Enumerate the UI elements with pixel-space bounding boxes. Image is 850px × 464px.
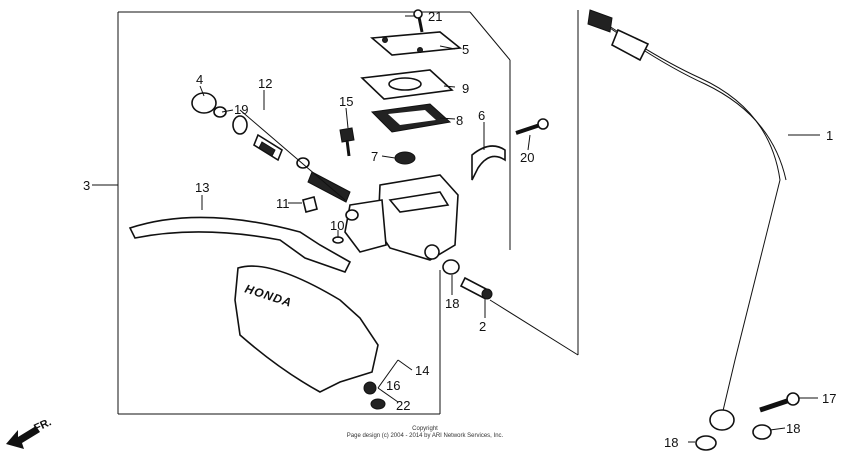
callout-17: 17 bbox=[822, 391, 836, 406]
guard-screw bbox=[363, 381, 377, 395]
callout-16: 16 bbox=[386, 378, 400, 393]
pivot-nut bbox=[302, 196, 318, 213]
piston-assembly bbox=[232, 115, 359, 221]
callout-3: 3 bbox=[83, 178, 90, 193]
callout-1: 1 bbox=[826, 128, 833, 143]
callout-15: 15 bbox=[339, 94, 353, 109]
dust-boot bbox=[191, 92, 227, 118]
callout-22: 22 bbox=[396, 398, 410, 413]
front-direction-arrow: FR. bbox=[6, 416, 53, 449]
copyright-line-2: Page design (c) 2004 - 2014 by ARI Netwo… bbox=[346, 433, 504, 439]
leader-lines bbox=[92, 15, 820, 443]
copyright-notice: Copyright Page design (c) 2004 - 2014 by… bbox=[300, 426, 550, 440]
brake-lever bbox=[128, 216, 352, 273]
callout-13: 13 bbox=[195, 180, 209, 195]
callout-5: 5 bbox=[462, 42, 469, 57]
front-direction-label: FR. bbox=[32, 416, 53, 434]
master-cylinder-body bbox=[344, 174, 459, 261]
reservoir-cap bbox=[370, 31, 463, 56]
callout-9: 9 bbox=[462, 81, 469, 96]
callout-12: 12 bbox=[258, 76, 272, 91]
float-plate bbox=[394, 151, 416, 165]
hose-washer-right bbox=[752, 424, 772, 440]
callout-labels: 3 4 12 19 15 21 5 9 8 7 6 20 11 13 10 18… bbox=[83, 9, 836, 450]
callout-18-right: 18 bbox=[786, 421, 800, 436]
holder-clamp bbox=[471, 145, 506, 181]
callout-10: 10 bbox=[330, 218, 344, 233]
callout-19: 19 bbox=[234, 102, 248, 117]
pivot-bolt bbox=[339, 127, 355, 157]
callout-2: 2 bbox=[479, 319, 486, 334]
callout-7: 7 bbox=[371, 149, 378, 164]
hose-bolt bbox=[759, 392, 800, 413]
callout-6: 6 bbox=[478, 108, 485, 123]
holder-bolt bbox=[515, 118, 549, 135]
callout-20: 20 bbox=[520, 150, 534, 165]
diaphragm bbox=[370, 103, 452, 133]
cap-screw bbox=[413, 9, 424, 33]
cap-plate bbox=[360, 69, 454, 100]
assembly-frame bbox=[117, 10, 579, 415]
banjo-bolt bbox=[459, 276, 493, 300]
callout-21: 21 bbox=[428, 9, 442, 24]
callout-4: 4 bbox=[196, 72, 203, 87]
brake-hose bbox=[587, 9, 787, 431]
hand-guard: HONDA bbox=[234, 265, 379, 393]
callout-8: 8 bbox=[456, 113, 463, 128]
callout-14: 14 bbox=[415, 363, 429, 378]
callout-18-left: 18 bbox=[664, 435, 678, 450]
callout-18: 18 bbox=[445, 296, 459, 311]
callout-11: 11 bbox=[276, 196, 290, 211]
guard-washer bbox=[370, 398, 386, 410]
copyright-line-1: Copyright bbox=[412, 426, 438, 432]
sealing-washer bbox=[442, 259, 460, 275]
hose-washer-left bbox=[695, 435, 717, 451]
